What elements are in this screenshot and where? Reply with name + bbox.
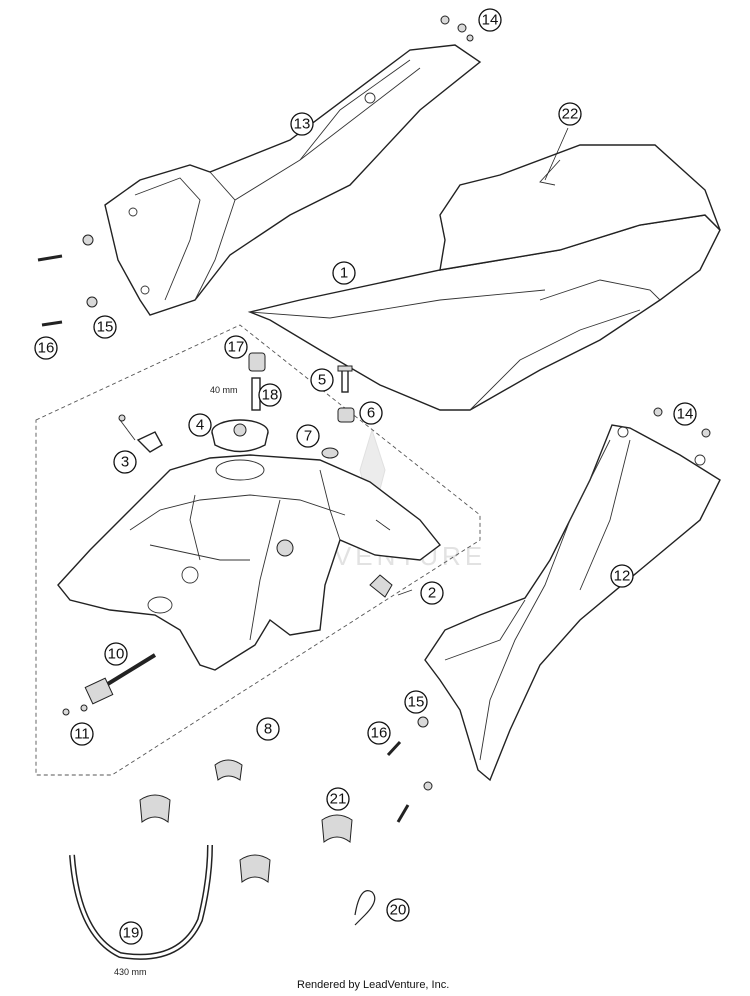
svg-text:13: 13 [294,116,311,133]
left-side-cover [104,44,482,316]
callout-13: 13 [290,112,314,136]
screws-15-16-left [37,234,98,327]
right-side-cover [424,424,721,782]
callout-20: 20 [386,898,410,922]
render-credit: Rendered by LeadVenture, Inc. [297,979,449,991]
screws-14-right [653,407,711,438]
svg-text:16: 16 [38,340,55,357]
svg-text:14: 14 [677,406,694,423]
callout-14-right: 14 [673,402,697,426]
tank-group-boundary [35,324,481,776]
screw-11 [62,704,88,716]
svg-text:2: 2 [428,585,436,602]
vent-cap-17 [248,352,266,372]
rubber-clips-21 [139,759,353,883]
callout-12: 12 [610,564,634,588]
callout-19: 19 [119,921,143,945]
svg-text:15: 15 [97,319,114,336]
svg-text:19: 19 [123,925,140,942]
callout-16-left: 16 [34,336,58,360]
grommet-7 [321,447,339,459]
callout-22: 22 [558,102,582,126]
bracket-3 [118,414,163,453]
callout-21: 21 [326,787,350,811]
callouts: 1 2 3 4 5 6 7 8 10 11 12 13 14 14 15 15 … [34,8,697,945]
callout-17: 17 [224,335,248,359]
fuel-tank [57,454,441,671]
callout-15-right: 15 [404,690,428,714]
bushing-6 [337,407,355,423]
callout-3: 3 [113,450,137,474]
screws-14-top [440,15,474,42]
callout-8: 8 [256,717,280,741]
clip-2 [369,574,413,598]
callout-7: 7 [296,424,320,448]
callout-4: 4 [188,413,212,437]
callout-11: 11 [70,722,94,746]
svg-text:20: 20 [390,902,407,919]
callout-10: 10 [104,642,128,666]
screws-15-16-right [386,716,433,823]
cable-tie-20 [354,890,376,926]
fuel-cap [211,419,269,453]
svg-text:22: 22 [562,106,579,123]
svg-text:1: 1 [340,265,348,282]
svg-text:7: 7 [304,428,312,445]
callout-2: 2 [420,581,444,605]
svg-text:8: 8 [264,721,272,738]
hose-length-430: 430 mm [114,967,147,977]
callout-14-top: 14 [478,8,502,32]
svg-text:12: 12 [614,568,631,585]
screw-5 [337,365,353,393]
svg-text:11: 11 [74,726,90,743]
svg-text:15: 15 [408,694,425,711]
fuel-hose-19 [69,844,213,960]
callout-1: 1 [332,261,356,285]
hose-length-40: 40 mm [210,385,238,395]
svg-text:4: 4 [196,417,204,434]
svg-text:21: 21 [330,791,347,808]
svg-text:14: 14 [482,12,499,29]
callout-18: 18 [258,383,282,407]
svg-text:17: 17 [228,339,245,356]
svg-text:10: 10 [108,646,125,663]
callout-15-left: 15 [93,315,117,339]
svg-text:6: 6 [367,405,375,422]
callout-5: 5 [310,368,334,392]
fuel-tap-10 [84,653,157,705]
leader-lines [375,127,569,531]
callout-6: 6 [359,401,383,425]
svg-text:18: 18 [262,387,279,404]
callout-16-right: 16 [367,721,391,745]
svg-text:5: 5 [318,372,326,389]
seat [247,144,721,411]
svg-text:3: 3 [121,454,129,471]
svg-text:16: 16 [371,725,388,742]
